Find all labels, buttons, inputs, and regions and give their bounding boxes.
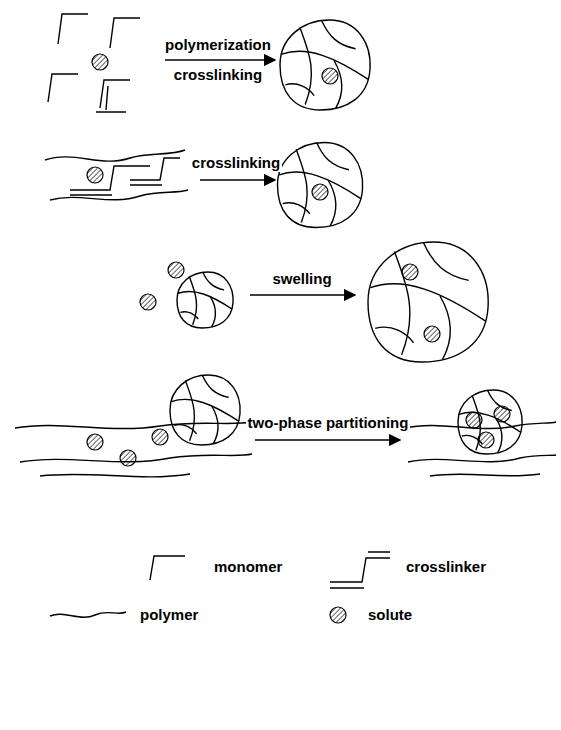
arrow-label: two-phase partitioning xyxy=(246,414,411,432)
arrow-label: polymerization xyxy=(163,36,273,54)
legend-text: monomer xyxy=(212,558,284,576)
legend-text: crosslinker xyxy=(404,558,488,576)
legend-text: polymer xyxy=(138,606,200,624)
legend-text: solute xyxy=(366,606,414,624)
arrow-label: swelling xyxy=(270,270,333,288)
arrow-label: crosslinking xyxy=(172,66,264,84)
arrow-label: crosslinking xyxy=(190,154,282,172)
